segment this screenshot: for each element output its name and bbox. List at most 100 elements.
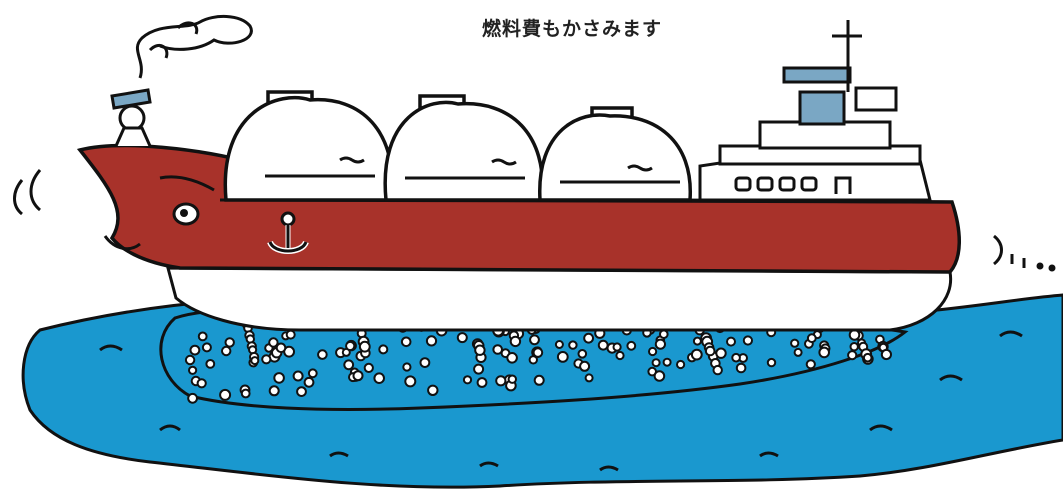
barnacle-dot [474, 344, 486, 356]
barnacle-dot [690, 348, 703, 361]
barnacle-dot [615, 350, 625, 361]
barnacle-dot [188, 365, 198, 375]
barnacle-dot [296, 386, 307, 398]
barnacle-dot [476, 377, 488, 388]
barnacle-dot [492, 344, 504, 355]
barnacle-dot [583, 332, 594, 344]
barnacle-dot [462, 375, 473, 385]
barnacle-dot [715, 347, 727, 359]
superstructure [698, 20, 932, 202]
barnacle-dot [268, 385, 280, 397]
barnacle-dot [529, 334, 540, 346]
barnacle-dot [473, 363, 485, 375]
barnacle-dot [224, 337, 235, 348]
eyebrow [159, 175, 215, 192]
barnacle-dot [659, 329, 669, 340]
barnacle-dot [735, 362, 747, 374]
barnacle-dot [662, 357, 672, 367]
barnacle-dot [790, 338, 800, 348]
barnacle-dot [317, 349, 328, 360]
barnacle-dot [240, 388, 251, 399]
tank-1 [223, 95, 395, 202]
barnacle-dot [343, 359, 355, 371]
barnacle-dot [654, 338, 667, 350]
barnacle-dot [506, 352, 518, 364]
barnacle-dot [425, 335, 438, 347]
barnacle-dot [577, 349, 588, 359]
barnacle-dot [275, 342, 287, 354]
motion-marks [13, 169, 1056, 272]
barnacle-dot [187, 392, 199, 404]
barnacle-dot [358, 340, 371, 353]
waves [99, 330, 1023, 472]
barnacle-dot [880, 348, 893, 361]
barnacle-dot [806, 333, 817, 344]
barnacle-dot [626, 340, 637, 351]
barnacle-dot [653, 370, 666, 382]
barnacle-dot [197, 331, 208, 342]
barnacle-dot [250, 356, 260, 366]
barnacle-dot [219, 388, 232, 401]
barnacle-dot [404, 375, 417, 388]
barnacle-dot [766, 357, 777, 368]
hull [76, 143, 961, 274]
barnacle-dot [584, 373, 594, 383]
barnacle-dot [712, 364, 723, 376]
barnacle-dot [261, 354, 272, 365]
barnacle-dot [201, 342, 212, 353]
barnacle-dot [352, 370, 364, 382]
barnacle-dot [818, 346, 831, 359]
barnacle-dot [742, 335, 754, 346]
barnacle-dot [303, 376, 315, 388]
barnacle-dot [556, 351, 569, 363]
barnacle-dot [597, 339, 609, 351]
barnacle-dot [507, 374, 517, 384]
captain [110, 88, 152, 147]
barnacle-dot [805, 359, 816, 370]
barnacle-dot [862, 352, 873, 363]
barnacle-dot [456, 332, 468, 344]
barnacle-dot [612, 342, 622, 352]
barnacle-dot [345, 340, 356, 352]
hull-lower [166, 266, 953, 332]
anchor-icon [267, 211, 309, 254]
barnacle-dot [848, 329, 861, 341]
barnacle-dot [568, 340, 578, 350]
tank-3 [538, 113, 692, 202]
barnacle-dot [307, 368, 318, 379]
barnacle-dot [221, 345, 232, 357]
barnacle-dot [196, 378, 207, 389]
barnacle-dot [378, 344, 389, 355]
barnacle-dot [692, 336, 702, 346]
barnacle-dot [726, 336, 736, 347]
barnacle-dot [847, 350, 858, 361]
smoke-icon [135, 15, 253, 79]
barnacle-dot [363, 362, 374, 373]
barnacle-dot [676, 359, 686, 370]
barnacle-dot [533, 374, 545, 386]
barnacle-dot [648, 346, 658, 357]
barnacle-dot [189, 344, 201, 356]
barnacle-dot [793, 347, 803, 357]
barnacle-dot [495, 375, 507, 387]
barnacle-dot [554, 340, 564, 349]
barnacle-dot [273, 372, 285, 384]
barnacle-dot [731, 352, 741, 363]
barnacle-dot [532, 347, 544, 358]
barnacle-dot [402, 362, 412, 372]
caption-text: 燃料費もかさみます [482, 18, 663, 40]
barnacle-dot [509, 335, 522, 348]
lng-tanks [223, 90, 692, 202]
eye-pupil [180, 209, 188, 217]
barnacle-dot [419, 357, 431, 369]
barnacle-dot [268, 337, 279, 348]
barnacle-dot [651, 358, 661, 368]
barnacle-dot [427, 384, 439, 396]
tank-2 [383, 100, 545, 202]
barnacle-dot [205, 359, 216, 369]
barnacle-dot [704, 345, 716, 357]
barnacle-dot [849, 342, 859, 352]
barnacle-dot [579, 360, 591, 372]
barnacle-dot [184, 354, 196, 366]
